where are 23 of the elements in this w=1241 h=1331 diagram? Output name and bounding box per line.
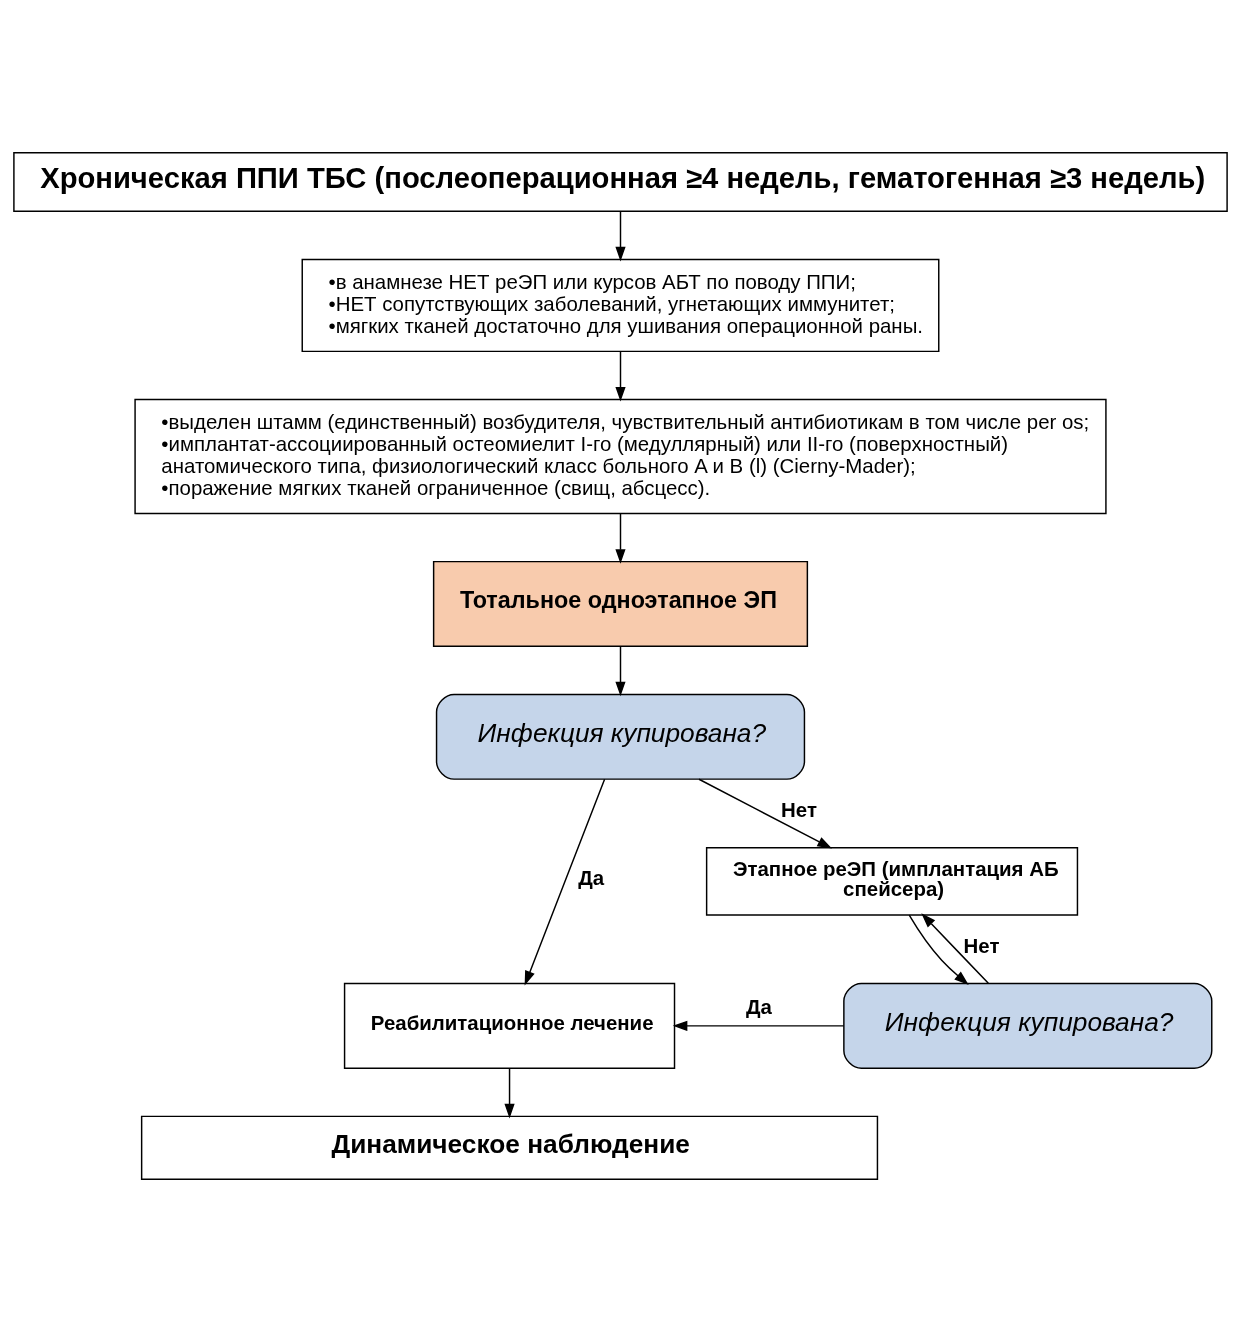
node-box: Реабилитационное лечение [343, 982, 676, 1069]
node-box: Тотальное одноэтапное ЭП [432, 560, 809, 647]
arrow [698, 778, 832, 849]
edge-label: Нет [963, 934, 1000, 957]
edge-label: Да [578, 866, 605, 889]
edge-label: Да [746, 995, 772, 1018]
arrow [615, 350, 626, 402]
arrow [672, 1020, 845, 1031]
node-box: Динамическое наблюдение [140, 1115, 879, 1180]
arrow [504, 1067, 515, 1118]
node-box: Хроническая ППИ ТБС (послеоперационная ≥4 недель, гематогенная ≥3 недель) [13, 151, 1228, 212]
arrow [921, 912, 990, 984]
edge-label: Нет [781, 798, 817, 821]
node-box: Инфекция купирована? [435, 693, 806, 780]
arrow [615, 512, 626, 564]
node-box: Этапное реЭП (имплантация АБ спейсера) [705, 846, 1079, 916]
arrow [908, 913, 969, 985]
node-box: •в анамнезе НЕТ реЭП или курсов АБТ по поводу ППИ; •НЕТ сопутствующих заболеваний, угнетающих иммунитет; •мягких тканей достаточно для ушивания операционной раны. [301, 258, 940, 352]
arrow [524, 778, 606, 986]
node-box: Инфекция купирована? [843, 982, 1213, 1069]
arrow [615, 645, 626, 696]
arrow [615, 210, 626, 261]
node-box: •выделен штамм (единственный) возбудителя, чувствительный антибиотикам в том числе per os; •имплантат-ассоциированный остеомиелит I-го (медуллярный) или II-го (поверхностный) анатомического типа, физиологический класс больного A и B (l) (Cierny-Mader); •поражение мягких тканей ограниченное (свищ, абсцесс). [134, 398, 1107, 514]
